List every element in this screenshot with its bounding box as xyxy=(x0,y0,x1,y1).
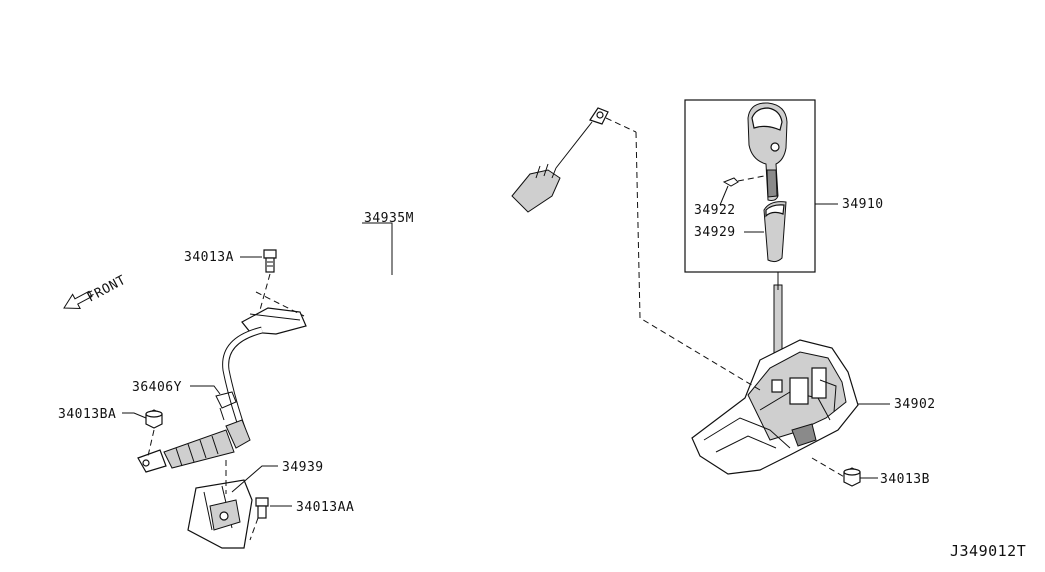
cable-routing-dash xyxy=(635,131,761,391)
lower-cable xyxy=(137,326,263,473)
shift-knob xyxy=(747,102,788,201)
leader-34935M xyxy=(362,222,393,275)
clip-34922 xyxy=(722,175,765,187)
bolt-34013AA xyxy=(255,497,269,519)
bolt-34013B-dash xyxy=(811,457,847,479)
label-34922: 34922 xyxy=(694,203,736,218)
diagram-id: J349012T xyxy=(950,542,1026,560)
shift-lever-base-34902 xyxy=(691,272,859,475)
leader-34939 xyxy=(231,465,278,493)
leader-36406Y xyxy=(190,385,221,395)
label-36406Y: 36406Y xyxy=(132,380,182,395)
bolt-34013B xyxy=(843,467,861,487)
cable-end-dash xyxy=(605,117,637,133)
clip-36406Y xyxy=(215,391,237,421)
knob-assembly-box xyxy=(684,99,816,273)
front-label: FRONT xyxy=(85,273,129,306)
cable-bracket-dash xyxy=(255,291,305,317)
nut-34013BA-dash xyxy=(147,429,155,457)
bolt-34013A xyxy=(263,249,277,273)
leader-34922 xyxy=(719,185,729,206)
label-34013B: 34013B xyxy=(880,472,930,487)
label-34910: 34910 xyxy=(842,197,884,212)
front-arrow-icon xyxy=(63,290,93,310)
label-34013BA: 34013BA xyxy=(58,407,116,422)
label-34902: 34902 xyxy=(894,397,936,412)
bolt-34013A-dash xyxy=(259,273,271,311)
label-34935M: 34935M xyxy=(364,211,414,226)
knob-sleeve-34929 xyxy=(763,201,787,263)
label-34013A: 34013A xyxy=(184,250,234,265)
label-34939: 34939 xyxy=(282,460,324,475)
nut-34013BA xyxy=(145,409,163,429)
leader-34013BA xyxy=(122,412,147,419)
bolt-34013AA-dash xyxy=(249,517,259,541)
label-34013AA: 34013AA xyxy=(296,500,354,515)
bracket-34939 xyxy=(187,479,253,549)
label-34929: 34929 xyxy=(694,225,736,240)
control-cable-34935M xyxy=(241,107,609,335)
